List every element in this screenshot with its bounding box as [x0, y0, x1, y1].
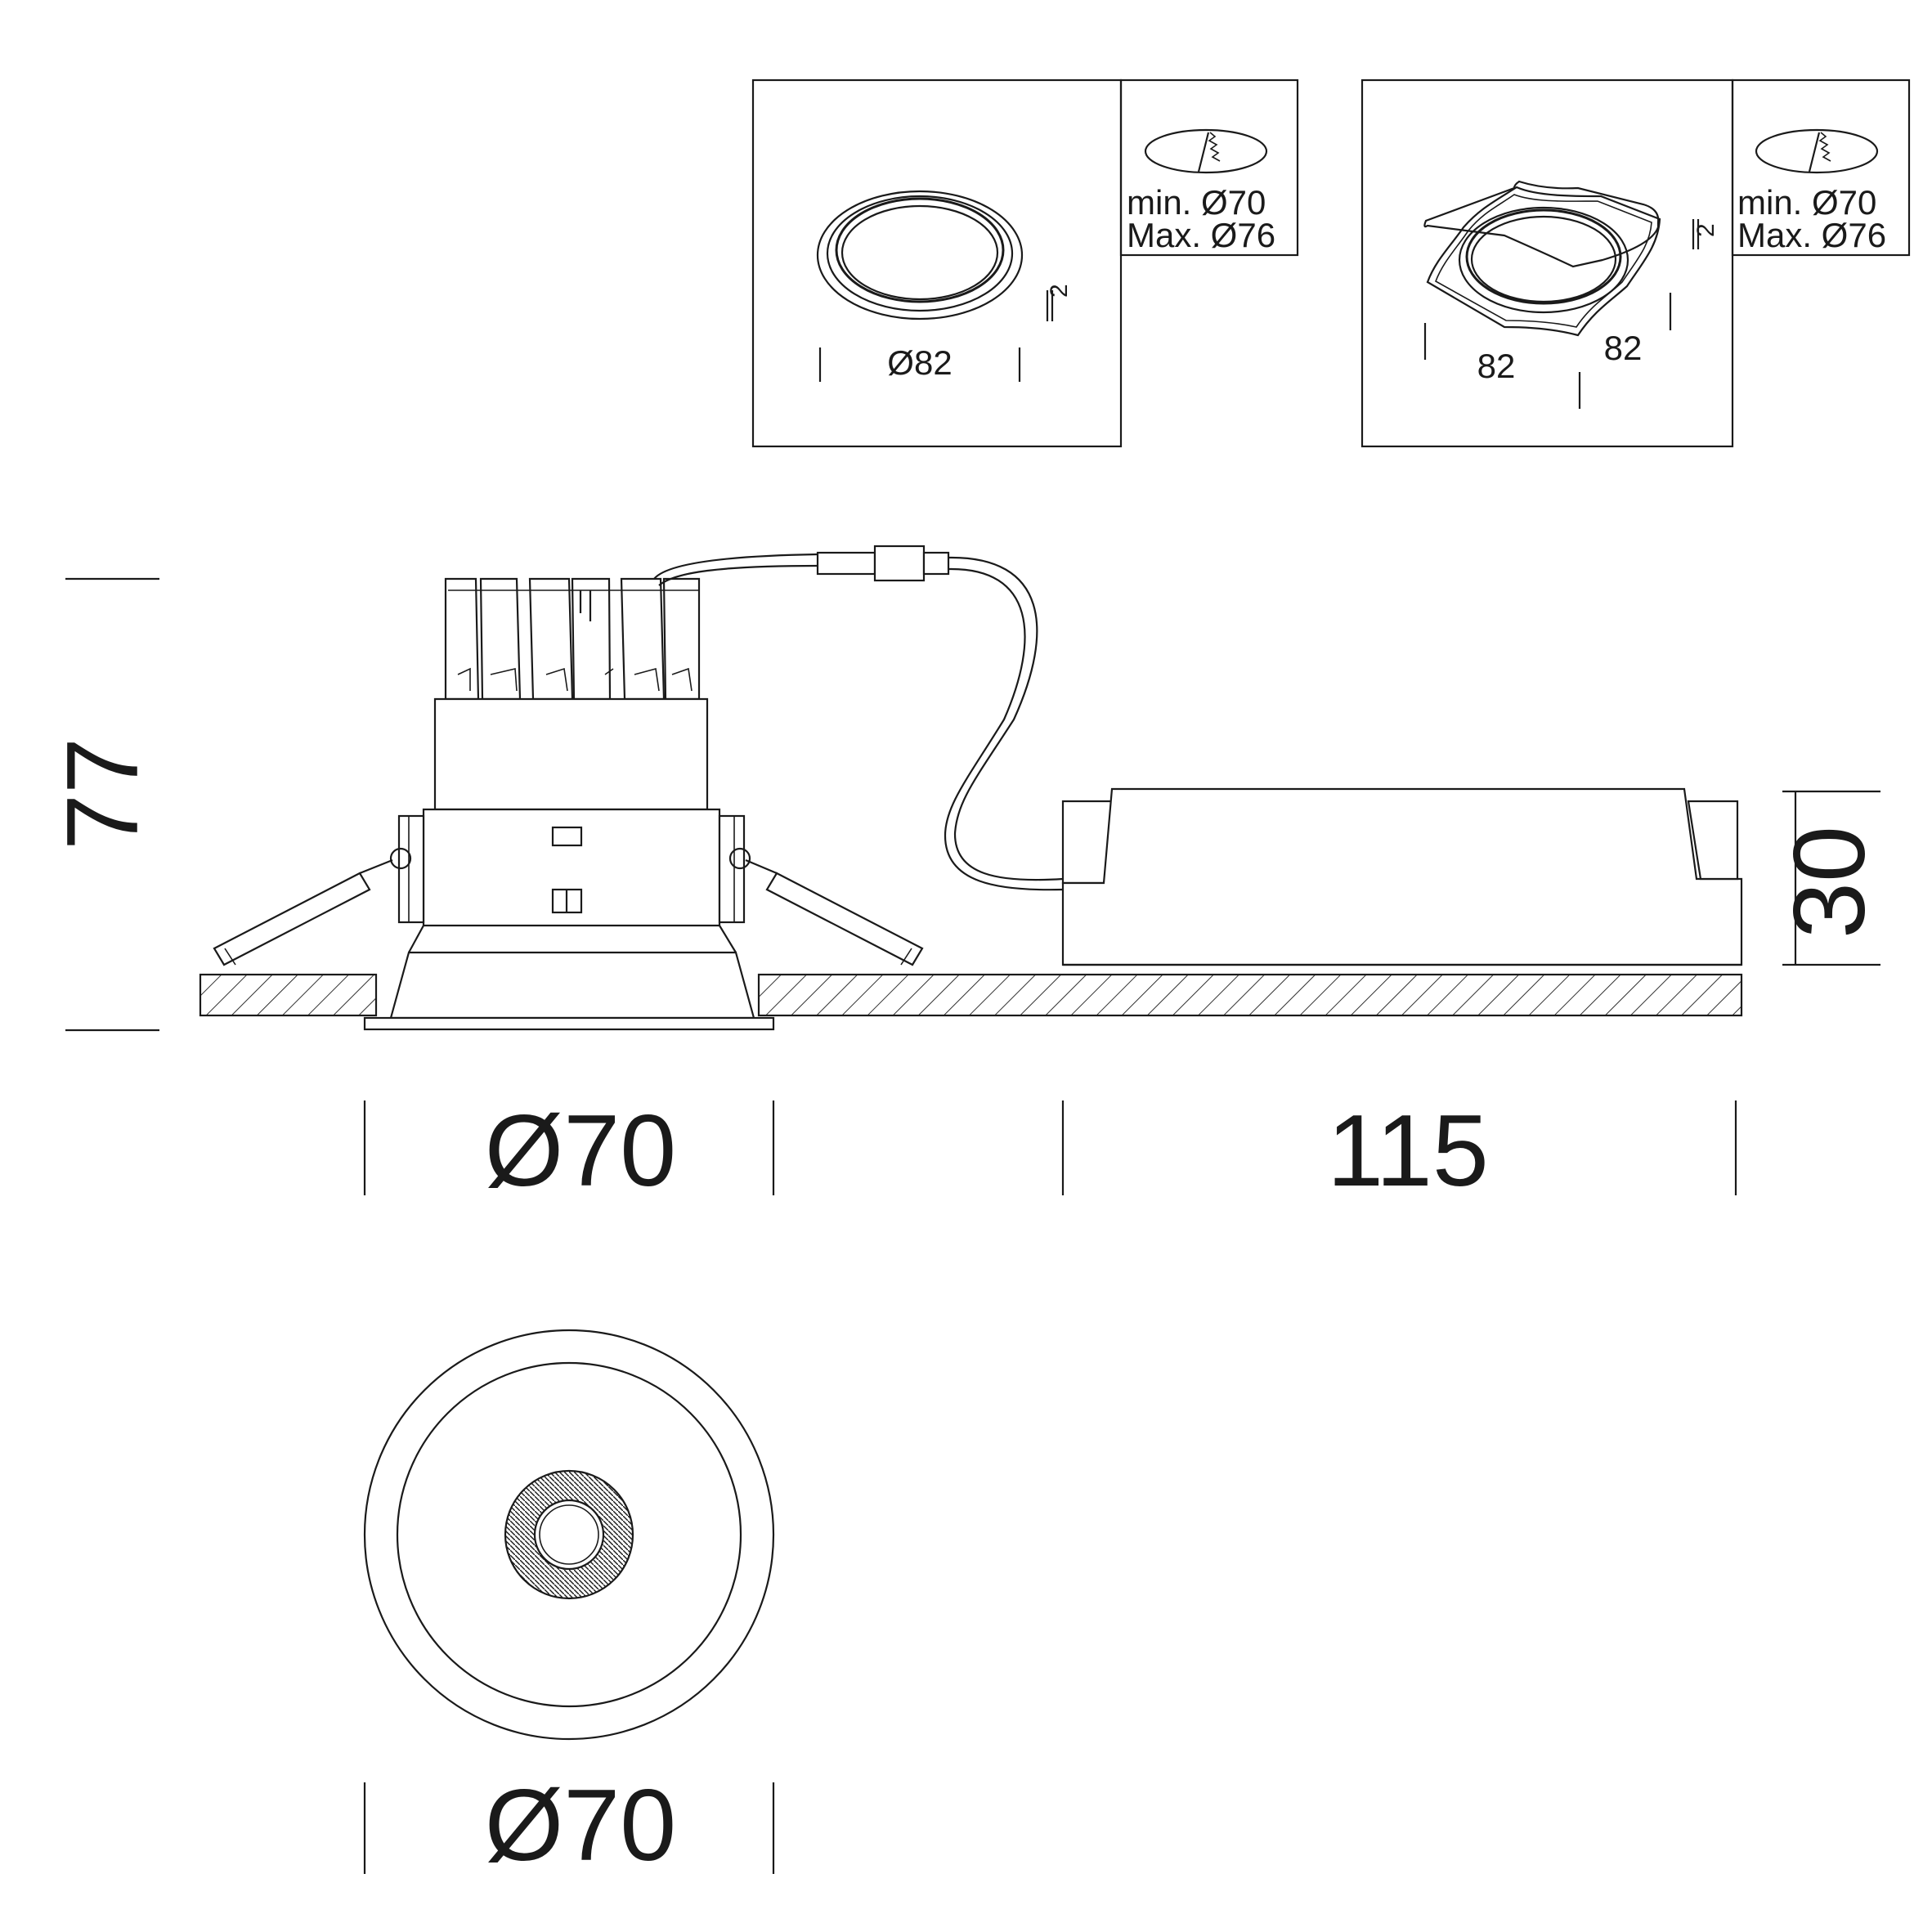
dimension-driver-length: 115: [1327, 1095, 1489, 1208]
square-trim-side-a: 82: [1477, 347, 1516, 385]
round-cutout-max: Max. Ø76: [1127, 216, 1275, 254]
led-driver: [1061, 787, 1743, 966]
front-view: Ø70: [363, 1329, 775, 1882]
square-cutout-max: Max. Ø76: [1737, 216, 1886, 254]
dimension-front-diameter: Ø70: [485, 1769, 676, 1882]
square-trim-plate: [1423, 180, 1661, 337]
square-trim-panel: min. Ø70 Max. Ø76 82 82 2: [1360, 78, 1911, 448]
downlight-housing: [363, 697, 775, 1031]
round-trim-diameter: Ø82: [887, 343, 952, 382]
heatsink: [444, 577, 701, 701]
dimension-total-height: 77: [47, 737, 159, 850]
cutout-icon: [1144, 128, 1268, 174]
ceiling-slab: [199, 973, 1743, 1017]
round-cutout-min: min. Ø70: [1127, 183, 1266, 222]
spring-clip-right: [728, 847, 924, 966]
dimension-driver-height: 30: [1773, 826, 1886, 939]
round-trim-panel: min. Ø70 Max. Ø76 Ø82 2: [751, 78, 1299, 448]
dimension-cutout-diameter: Ø70: [485, 1095, 676, 1208]
square-cutout-min: min. Ø70: [1737, 183, 1876, 222]
round-trim-ring: [816, 190, 1024, 321]
round-trim-thickness: 2: [1046, 284, 1073, 298]
square-trim-side-b: 82: [1604, 329, 1643, 367]
spring-clip-left: [213, 847, 412, 966]
side-elevation: 77: [47, 545, 1886, 1208]
square-trim-thickness: 2: [1692, 223, 1719, 237]
cutout-icon-square: [1755, 128, 1879, 174]
power-cable: [653, 545, 1064, 891]
